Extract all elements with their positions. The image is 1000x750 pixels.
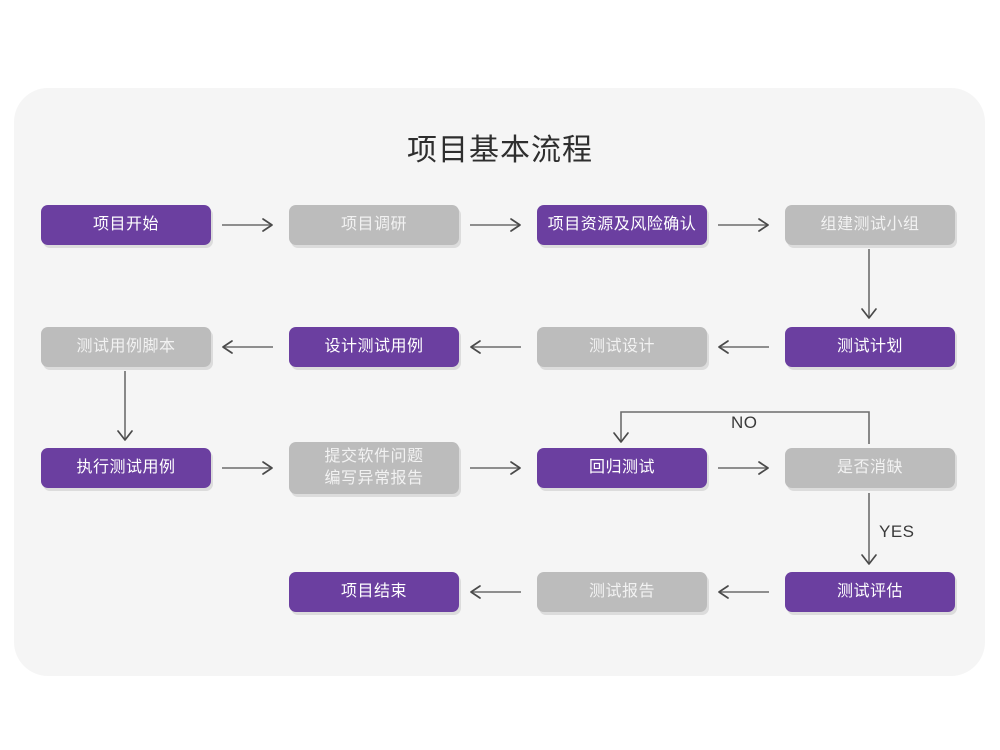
node-form-test-team[interactable]: 组建测试小组 (785, 205, 955, 245)
node-regression-test[interactable]: 回归测试 (537, 448, 707, 488)
node-defect-resolved[interactable]: 是否消缺 (785, 448, 955, 488)
node-execute-test-case[interactable]: 执行测试用例 (41, 448, 211, 488)
node-project-research[interactable]: 项目调研 (289, 205, 459, 245)
page-title: 项目基本流程 (407, 134, 593, 167)
node-submit-issue-report[interactable]: 提交软件问题 编写异常报告 (289, 442, 459, 494)
node-resource-risk-confirmation[interactable]: 项目资源及风险确认 (537, 205, 707, 245)
node-test-plan[interactable]: 测试计划 (785, 327, 955, 367)
edge-label-no: NO (731, 413, 758, 432)
node-test-report[interactable]: 测试报告 (537, 572, 707, 612)
node-test-design[interactable]: 测试设计 (537, 327, 707, 367)
node-test-evaluation[interactable]: 测试评估 (785, 572, 955, 612)
node-test-case-script[interactable]: 测试用例脚本 (41, 327, 211, 367)
edge-label-yes: YES (879, 522, 915, 541)
node-project-end[interactable]: 项目结束 (289, 572, 459, 612)
node-project-start[interactable]: 项目开始 (41, 205, 211, 245)
node-design-test-case[interactable]: 设计测试用例 (289, 327, 459, 367)
